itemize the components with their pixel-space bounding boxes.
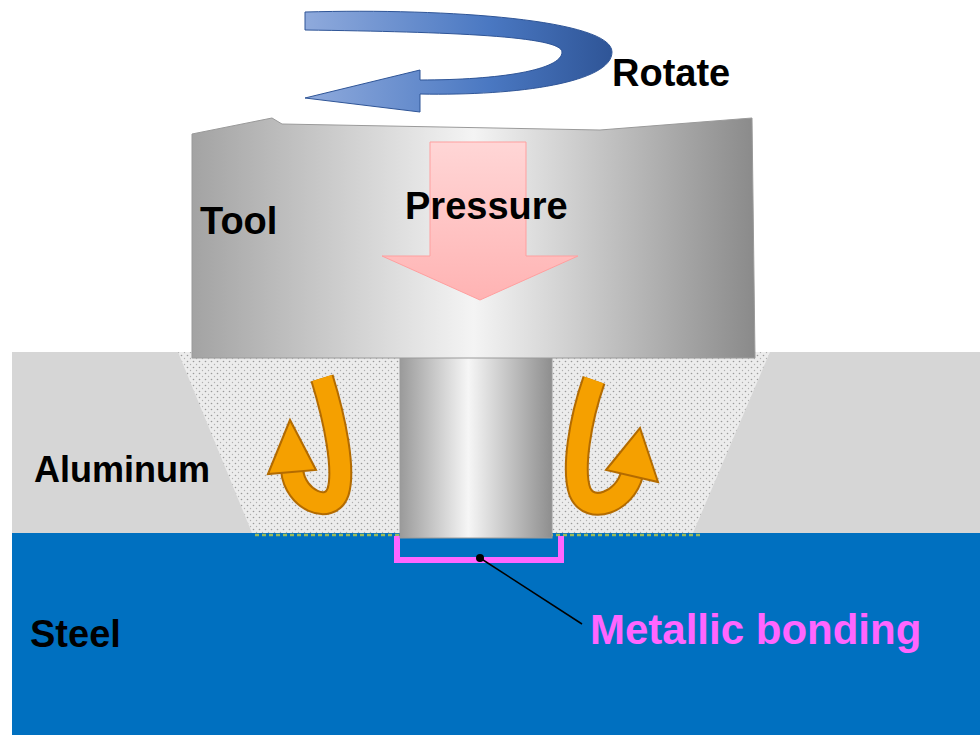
flow-arrow-left (268, 378, 340, 503)
motion-label: Rotate (612, 52, 730, 96)
tool-pin (400, 355, 552, 538)
pressure-arrow (382, 142, 578, 300)
callout-label: Metallic bonding (590, 606, 921, 654)
part-name: Tool (200, 200, 277, 244)
leader-line (480, 558, 582, 624)
tool-body: Tool (192, 118, 755, 358)
steel-plate (12, 533, 980, 735)
part-name: Steel (30, 613, 121, 657)
part-name: Aluminum (34, 449, 210, 490)
tool-shoulder (192, 118, 755, 358)
force-label: Pressure (405, 185, 568, 229)
aluminum-plate: Aluminum (12, 352, 980, 533)
rotate-arrow (305, 11, 612, 112)
flow-arrow-right (577, 380, 658, 504)
